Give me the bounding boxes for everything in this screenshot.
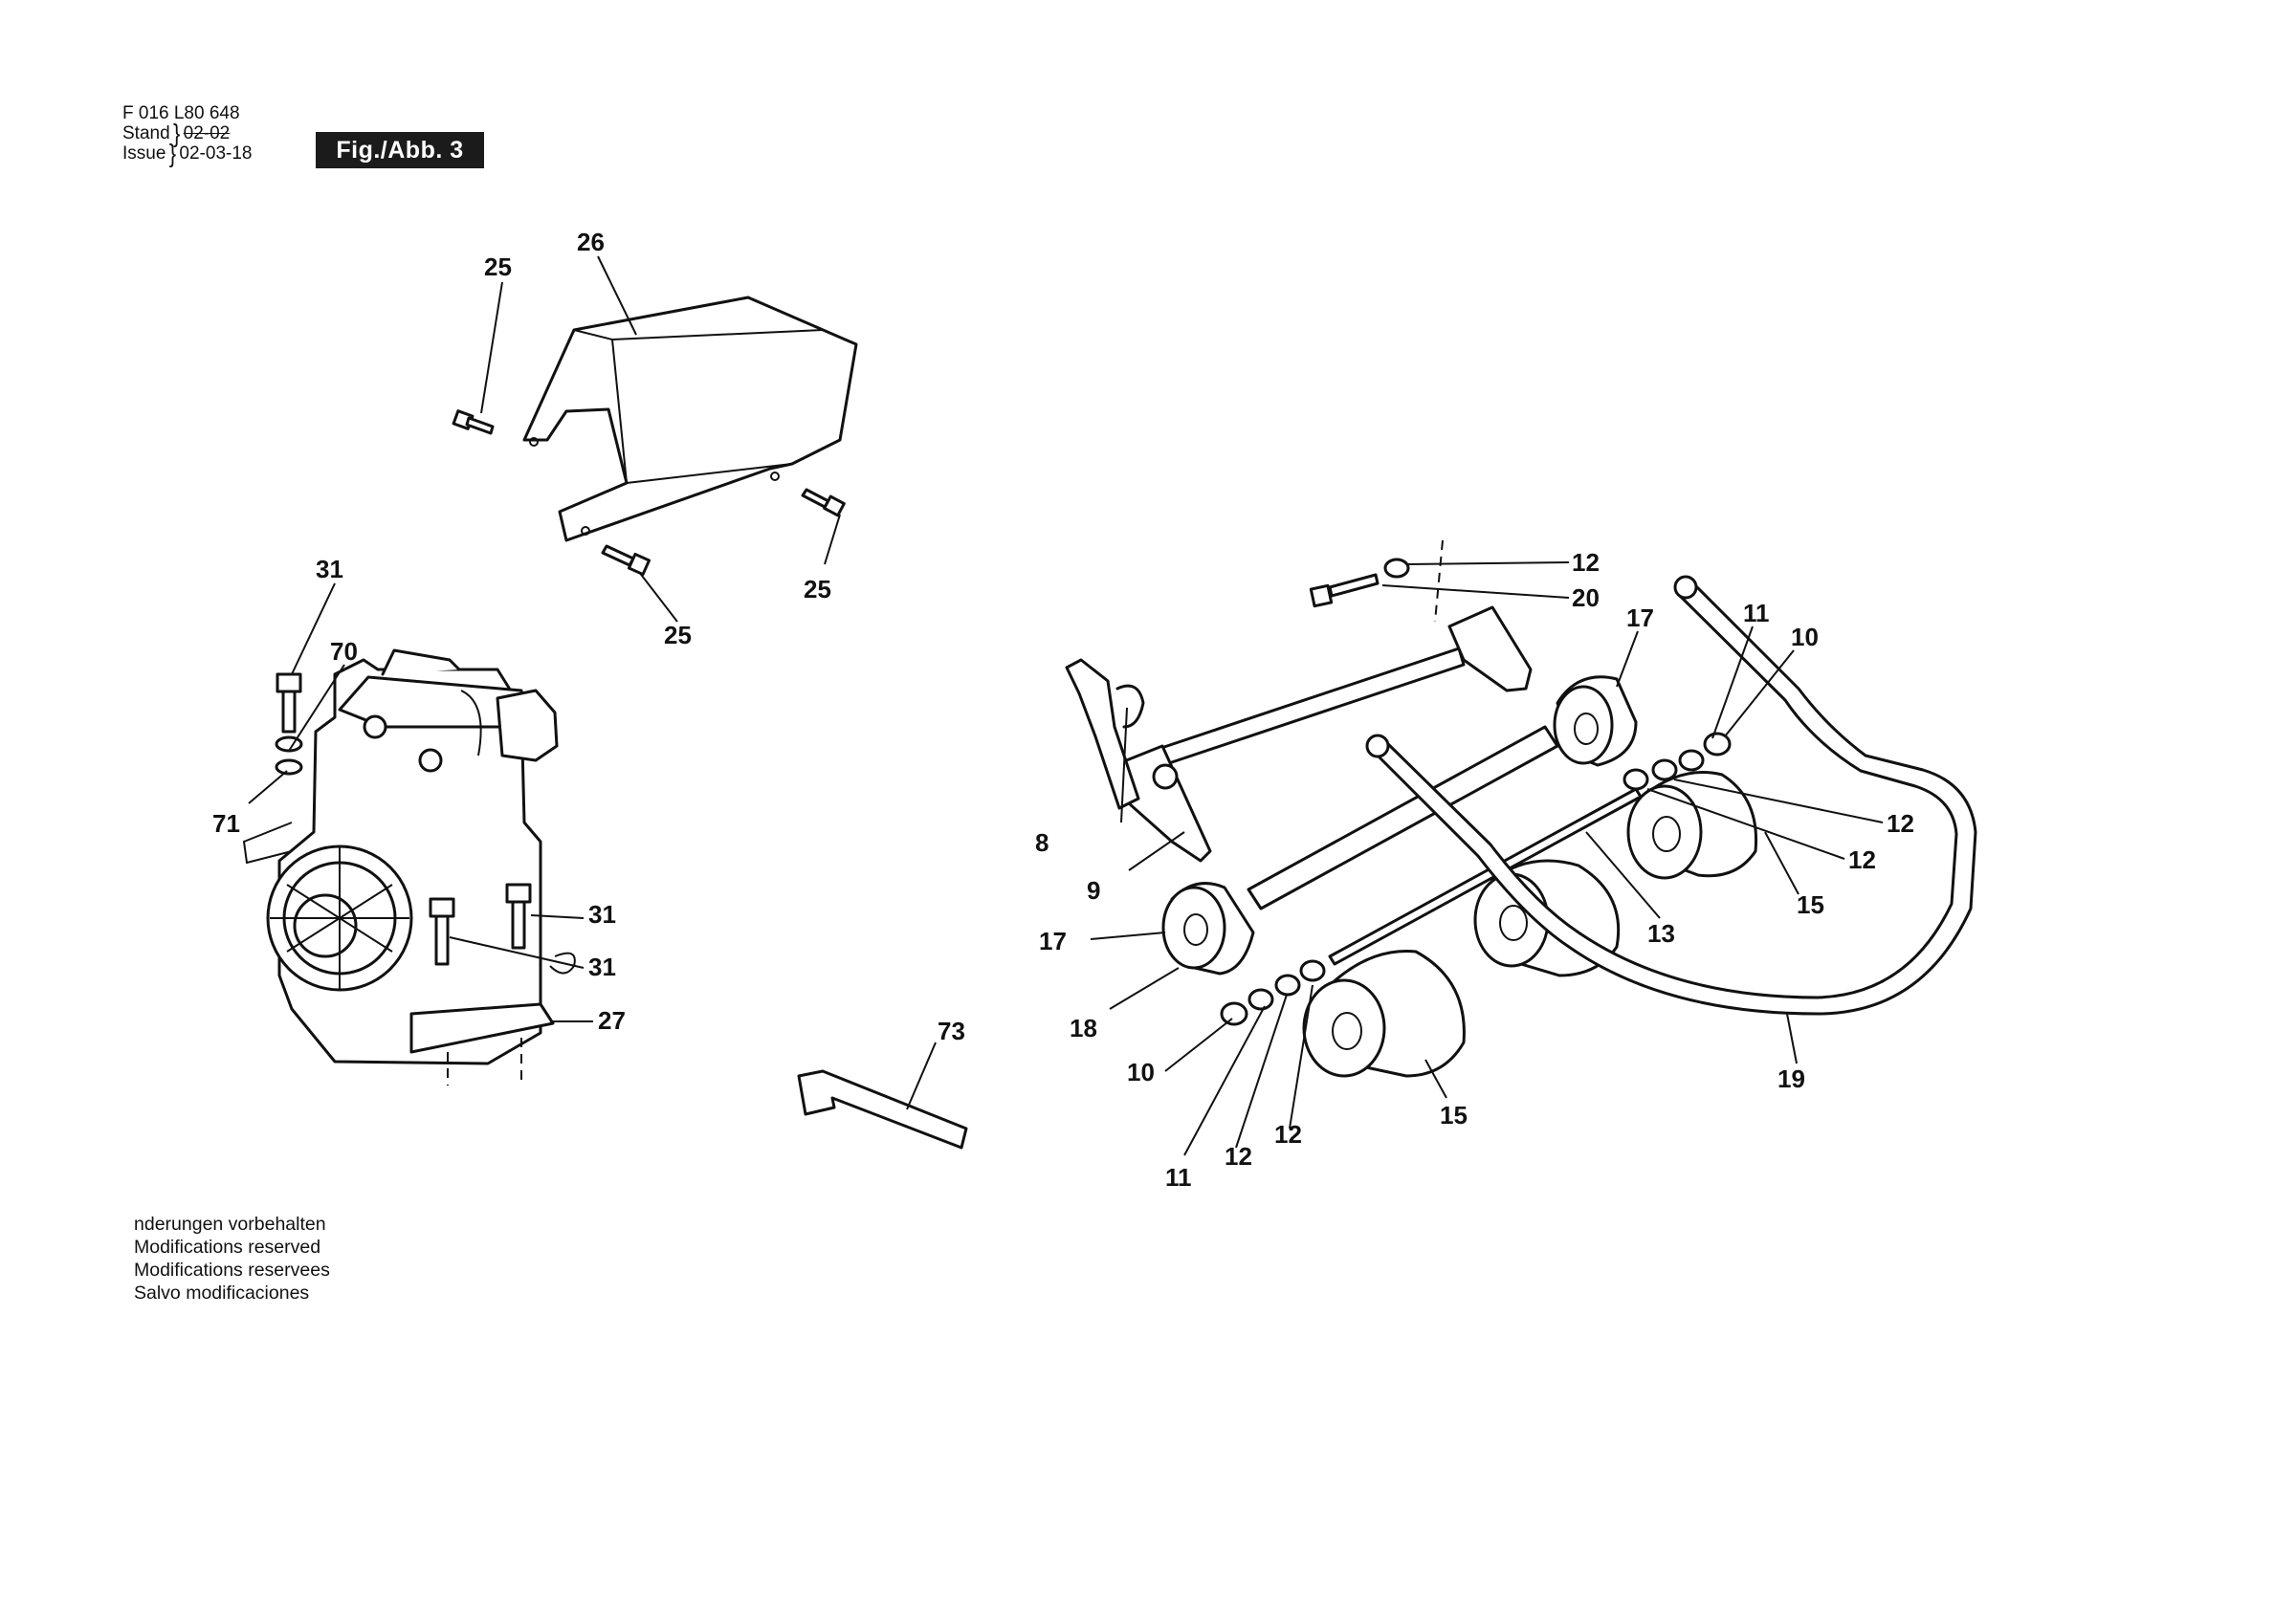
- callout-9: 9: [1087, 876, 1100, 905]
- callout-12-top: 12: [1572, 548, 1600, 577]
- callout-10-bottom: 10: [1127, 1058, 1155, 1086]
- figure-label: Fig./Abb. 3: [316, 132, 484, 168]
- note-line-fr: Modifications reservees: [134, 1260, 330, 1281]
- callout-25-right: 25: [804, 575, 831, 603]
- shaft-18: [1247, 725, 1559, 910]
- callout-71: 71: [212, 809, 240, 838]
- callout-17-top: 17: [1626, 603, 1654, 632]
- brace-glyph: }: [172, 119, 181, 148]
- cover-shield: [522, 296, 858, 542]
- leader-lines: [248, 255, 1884, 1156]
- issue-label: Issue: [122, 143, 166, 164]
- callout-10-top: 10: [1791, 623, 1819, 651]
- issue-row: Issue } 02-03-18: [122, 139, 253, 168]
- washer-stack-right: [1623, 732, 1732, 791]
- callout-19: 19: [1777, 1064, 1805, 1093]
- note-line-de: nderungen vorbehalten: [134, 1214, 326, 1235]
- spike-roller-15-right: [1626, 771, 1758, 880]
- washer-stack-left: [1220, 959, 1326, 1026]
- stand-value: 02-02: [183, 123, 231, 143]
- note-line-en: Modifications reserved: [134, 1237, 321, 1258]
- callout-70: 70: [330, 637, 358, 666]
- bolt-31-right: [505, 883, 532, 950]
- callout-25-bottom: 25: [664, 621, 692, 649]
- callout-26: 26: [577, 228, 605, 256]
- callout-25-top: 25: [484, 252, 512, 281]
- brace-glyph: }: [168, 139, 177, 168]
- part-number: F 016 L80 648: [122, 103, 240, 123]
- roller-17-bottom: [1161, 882, 1255, 976]
- callout-18: 18: [1070, 1014, 1097, 1042]
- callout-12-bottom-a: 12: [1225, 1142, 1252, 1171]
- callout-27: 27: [598, 1006, 626, 1035]
- callout-11-top: 11: [1743, 599, 1770, 627]
- callout-12-right-a: 12: [1887, 809, 1914, 838]
- screw-25-right: [801, 488, 846, 517]
- bolt-31-top: [275, 672, 303, 776]
- allen-key: [797, 1069, 968, 1150]
- handle-frame: [1365, 575, 1977, 1016]
- callout-20: 20: [1572, 583, 1600, 612]
- bolt-20: [1309, 558, 1410, 608]
- drawing-parts: [242, 296, 1977, 1150]
- callout-31-low: 31: [588, 953, 616, 981]
- engine-block: [242, 648, 576, 1086]
- bolt-31-mid: [429, 897, 455, 966]
- note-line-es: Salvo modificaciones: [134, 1283, 310, 1304]
- axle-assembly: [1065, 539, 1533, 863]
- stand-row: Stand } 02-02: [122, 119, 252, 148]
- callout-12-bottom-b: 12: [1274, 1120, 1302, 1149]
- callout-8: 8: [1035, 828, 1049, 857]
- stand-label: Stand: [122, 123, 170, 143]
- callout-17-bottom: 17: [1039, 927, 1067, 955]
- callout-11-bottom: 11: [1165, 1163, 1192, 1192]
- modification-notes: nderungen vorbehalten Modifications rese…: [134, 1213, 330, 1305]
- callout-31-top: 31: [316, 555, 343, 583]
- callout-31-mid: 31: [588, 900, 616, 929]
- callout-12-right-b: 12: [1848, 845, 1876, 874]
- screw-25-top: [452, 409, 495, 435]
- callout-15-right: 15: [1797, 890, 1824, 919]
- issue-value: 02-03-18: [179, 143, 253, 164]
- document-header: F 016 L80 648 Stand } 02-02 Issue } 02-0…: [122, 103, 253, 168]
- roller-17-top: [1553, 675, 1638, 767]
- screw-25-bottom: [601, 544, 651, 577]
- callout-labels: 26 25 25 25 31 70 71 31 31 27 73 12 20 1…: [212, 228, 1914, 1192]
- spike-roller-15-left: [1302, 950, 1466, 1078]
- callout-15-bottom: 15: [1440, 1101, 1468, 1130]
- callout-73: 73: [938, 1017, 965, 1045]
- callout-13: 13: [1647, 919, 1675, 948]
